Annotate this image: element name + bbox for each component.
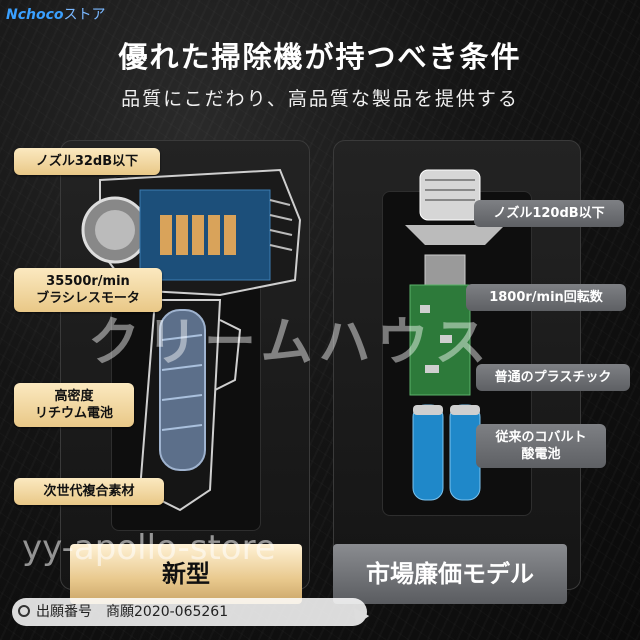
page-subtitle: 品質にこだわり、高品質な製品を提供する [121,88,519,110]
tag-composite-material: 次世代複合素材 [14,478,164,505]
search-icon [18,605,30,617]
label-market-model: 市場廉価モデル [333,544,567,604]
tag-nozzle-120db: ノズル120dB以下 [474,200,624,227]
brand-suffix: ストア [63,7,106,23]
tag-nozzle-32db: ノズル32dB以下 [14,148,160,175]
watermark-text: クリームハウス [88,313,493,373]
tag-cobalt-battery: 従来のコバルト 酸電池 [476,424,606,468]
new-vacuum-cutaway-image [70,160,310,540]
tag-plastic: 普通のプラスチック [476,364,630,391]
label-new-model: 新型 [70,544,302,604]
market-vacuum-cutaway-image [395,155,515,515]
brand-logo: Nchocoストア [6,4,106,24]
page-title: 優れた掃除機が持つべき条件 [118,40,522,74]
store-watermark: yy-apollo-store [22,528,276,568]
brand-name: Nchoco [6,7,64,23]
tag-brushless-motor: 35500r/min ブラシレスモータ [14,268,162,312]
tag-1800rpm: 1800r/min回転数 [466,284,626,311]
patent-text: 出願番号 商願2020-065261 [36,604,229,620]
tag-lithium-battery: 高密度 リチウム電池 [14,383,134,427]
patent-badge: 出願番号 商願2020-065261 [12,598,367,626]
